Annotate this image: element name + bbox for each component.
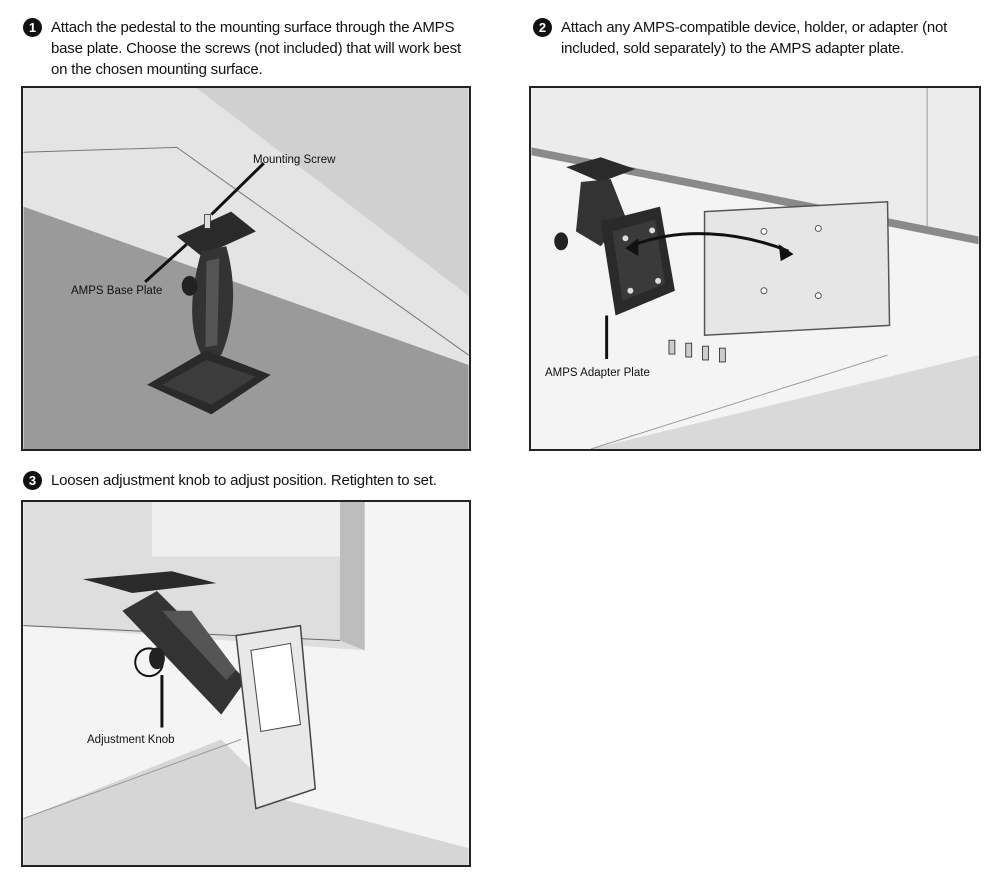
step-3-number-badge: 3: [23, 471, 42, 490]
counter-edge: [590, 354, 888, 449]
step-1-number-badge: 1: [23, 18, 42, 37]
step-2-illustration: AMPS Adapter Plate: [529, 86, 981, 451]
pedestal-arm-rib: [161, 610, 237, 681]
attach-arrow-head-right: [778, 244, 794, 262]
callout-adjustment-knob: Adjustment Knob: [87, 734, 175, 746]
counter-edge: [23, 738, 242, 819]
pedestal-rib: [205, 258, 220, 348]
adapter-hole-4: [627, 287, 634, 294]
cabinet-front-face: [23, 206, 469, 449]
device-screen: [250, 642, 301, 733]
step-2-number-badge: 2: [533, 18, 552, 37]
step-1-drawing: [23, 88, 469, 449]
counter-surface: [23, 739, 469, 865]
device-hole-1: [760, 227, 768, 235]
device-hole-4: [814, 292, 822, 300]
adapter-hole-1: [622, 235, 629, 242]
device-hole-3: [760, 287, 768, 295]
step-1-instruction: Attach the pedestal to the mounting surf…: [51, 19, 461, 78]
attach-arrow-head-left: [625, 238, 639, 257]
screws-group: [668, 339, 726, 363]
cabinet-edge-line: [23, 146, 469, 356]
pedestal-knob: [181, 275, 198, 296]
amps-base-plate: [82, 571, 217, 593]
amps-base-plate: [566, 157, 636, 182]
pedestal-bottom-plate-inner: [161, 359, 256, 405]
device-hole-2: [814, 224, 822, 232]
cabinet-underside: [23, 502, 365, 651]
mounting-screw: [204, 214, 211, 229]
adapter-hole-2: [649, 227, 656, 234]
cabinet-side: [339, 502, 365, 651]
base-plate-leader: [144, 243, 188, 283]
pedestal-arm: [122, 591, 246, 715]
step-2-drawing: [531, 88, 979, 449]
step-2-instruction: Attach any AMPS-compatible device, holde…: [561, 19, 948, 57]
cabinet-front: [152, 502, 365, 557]
adjustment-knob: [149, 647, 165, 670]
amps-base-plate: [176, 211, 256, 257]
attach-arrow: [629, 232, 790, 253]
step-3-drawing: [23, 502, 469, 865]
callout-amps-base-plate: AMPS Base Plate: [71, 285, 163, 297]
callout-amps-adapter-plate: AMPS Adapter Plate: [545, 367, 650, 379]
cabinet-underside: [531, 88, 979, 237]
device-plate: [703, 200, 891, 337]
step-3-illustration: Adjustment Knob: [21, 500, 471, 867]
step-3-instruction: Loosen adjustment knob to adjust positio…: [51, 472, 437, 489]
pedestal-knob: [554, 232, 569, 251]
mounting-screw-leader: [210, 162, 265, 216]
adapter-hole-3: [655, 277, 662, 284]
callout-mounting-screw: Mounting Screw: [253, 154, 336, 166]
step-1-illustration: Mounting Screw AMPS Base Plate: [21, 86, 471, 451]
counter-surface: [590, 355, 979, 449]
